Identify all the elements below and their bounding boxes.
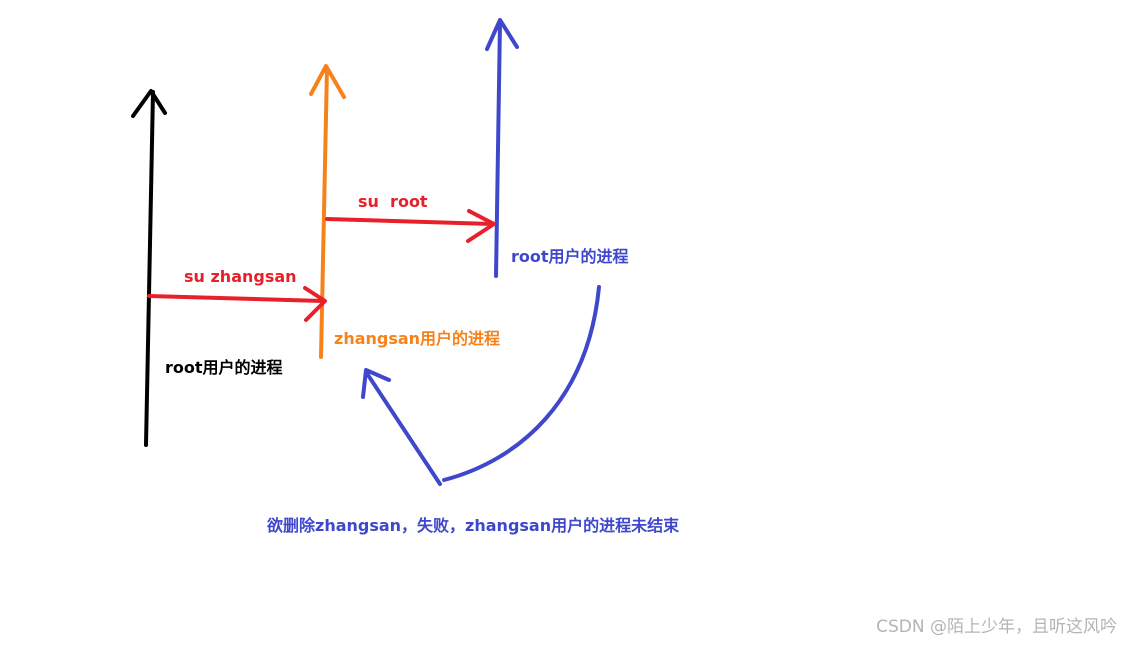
root-process-1-label: root用户的进程 [165, 358, 283, 377]
su-zhangsan-label: su zhangsan [184, 267, 297, 286]
root-process-1-arrow [131, 89, 167, 447]
watermark: CSDN @陌上少年，且听这风吟 [876, 617, 1117, 637]
zhangsan-process-arrow [309, 64, 346, 359]
zhangsan-process-label: zhangsan用户的进程 [334, 329, 501, 348]
root-process-2-arrow [485, 18, 519, 278]
su-root-label: su root [358, 192, 428, 211]
root-process-2-label: root用户的进程 [511, 247, 629, 266]
su-root-arrow [325, 209, 496, 243]
delete-failed-note: 欲删除zhangsan，失败，zhangsan用户的进程未结束 [267, 516, 680, 535]
su-zhangsan-arrow [147, 286, 327, 322]
curved-return-arrow [361, 285, 601, 486]
